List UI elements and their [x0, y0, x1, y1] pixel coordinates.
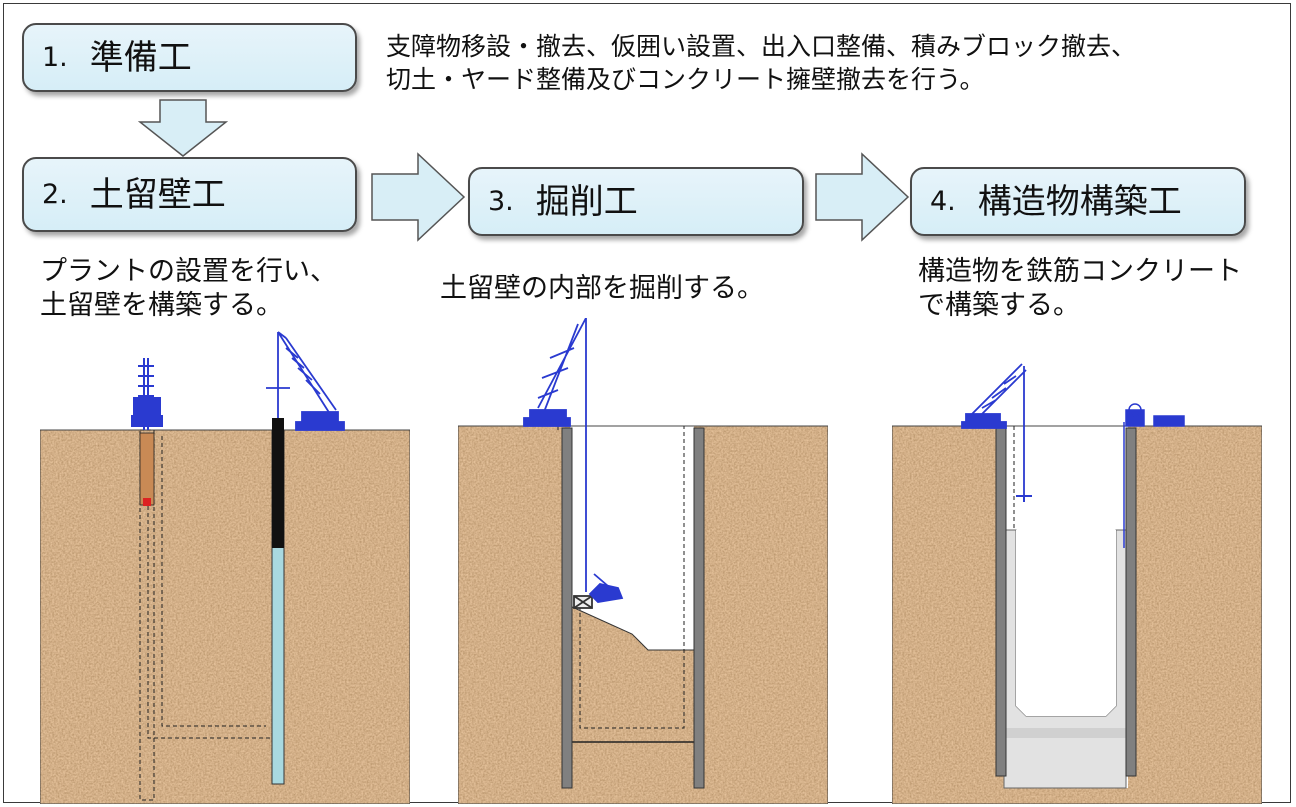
retaining-wall-left	[561, 427, 573, 789]
step-2-box: 2. 土留壁工	[22, 157, 357, 232]
step-2-description: プラントの設置を行い、 土留壁を構築する。	[40, 255, 337, 323]
crane-icon	[961, 363, 1032, 502]
step-3-description-line: 土留壁の内部を掘削する。	[440, 273, 764, 304]
step-4-description-line: 構造物を鉄筋コンクリート	[918, 256, 1242, 287]
step-1-description-line: 切土・ヤード整備及びコンクリート擁壁撤去を行う。	[386, 65, 985, 94]
step-1-description-line: 支障物移設・撤去、仮囲い設置、出入口整備、積みブロック撤去、	[386, 32, 1137, 61]
crane-icon	[523, 318, 587, 592]
step-4-description: 構造物を鉄筋コンクリート で構築する。	[918, 255, 1242, 323]
crane-icon	[266, 331, 345, 431]
step-2-description-line: プラントの設置を行い、	[40, 256, 337, 287]
step-1-number: 1.	[42, 42, 68, 73]
step-3-description: 土留壁の内部を掘削する。	[440, 272, 764, 306]
step-3-box: 3. 掘削工	[468, 167, 804, 236]
step-4-box: 4. 構造物構築工	[910, 167, 1246, 236]
drill-rig-icon	[131, 358, 163, 430]
step-3-title: 掘削工	[535, 181, 638, 222]
step-1-box: 1. 準備工	[22, 23, 357, 92]
down-arrow-icon	[138, 99, 228, 157]
retaining-wall-right	[693, 427, 705, 789]
step-2-description-line: 土留壁を構築する。	[40, 290, 283, 321]
excavation-panel	[458, 318, 828, 804]
right-arrow-icon	[815, 152, 910, 242]
step-2-number: 2.	[42, 179, 68, 210]
step-4-description-line: で構築する。	[918, 290, 1080, 321]
mixer-truck-icon	[1123, 403, 1185, 548]
excavator-icon	[573, 573, 624, 609]
retaining-wall-right	[1125, 427, 1137, 777]
step-4-title: 構造物構築工	[977, 181, 1182, 222]
right-arrow-icon	[371, 152, 466, 242]
step-1-title: 準備工	[89, 37, 192, 78]
step-4-number: 4.	[930, 186, 956, 217]
step-2-title: 土留壁工	[89, 174, 226, 215]
retaining-wall-left	[995, 427, 1007, 777]
step-3-number: 3.	[488, 186, 514, 217]
step-1-description: 支障物移設・撤去、仮囲い設置、出入口整備、積みブロック撤去、 切土・ヤード整備及…	[386, 30, 1136, 96]
structure-panel	[892, 363, 1262, 804]
retaining-wall-panel	[40, 331, 410, 804]
